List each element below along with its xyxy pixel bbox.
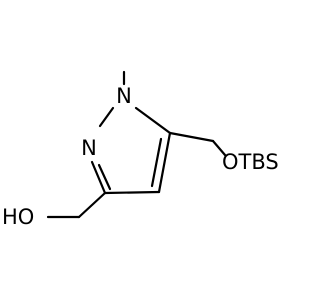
bond-c4-c5-inner [150,137,163,188]
atom-label-n1: N [116,84,132,108]
molecule-diagram: N N HO OTBS [2,70,279,229]
atom-label-silyl-ether: OTBS [222,150,279,174]
bond-n2-c3 [90,160,107,195]
structure-canvas: N N HO OTBS [2,70,279,229]
bond-c4-c5 [157,131,172,194]
atom-label-n2: N [81,136,97,160]
bond-n2-c3-inner [97,163,112,191]
bond-c3-c4 [103,190,161,195]
bond-n1-n2 [98,106,115,128]
bond-c3-ch2 [77,191,107,219]
bond-c5-ch2 [168,131,215,143]
bond-n1-c5 [134,106,172,135]
atom-label-hydroxyl: HO [2,205,34,229]
bond-ch2-otbs [211,139,227,157]
